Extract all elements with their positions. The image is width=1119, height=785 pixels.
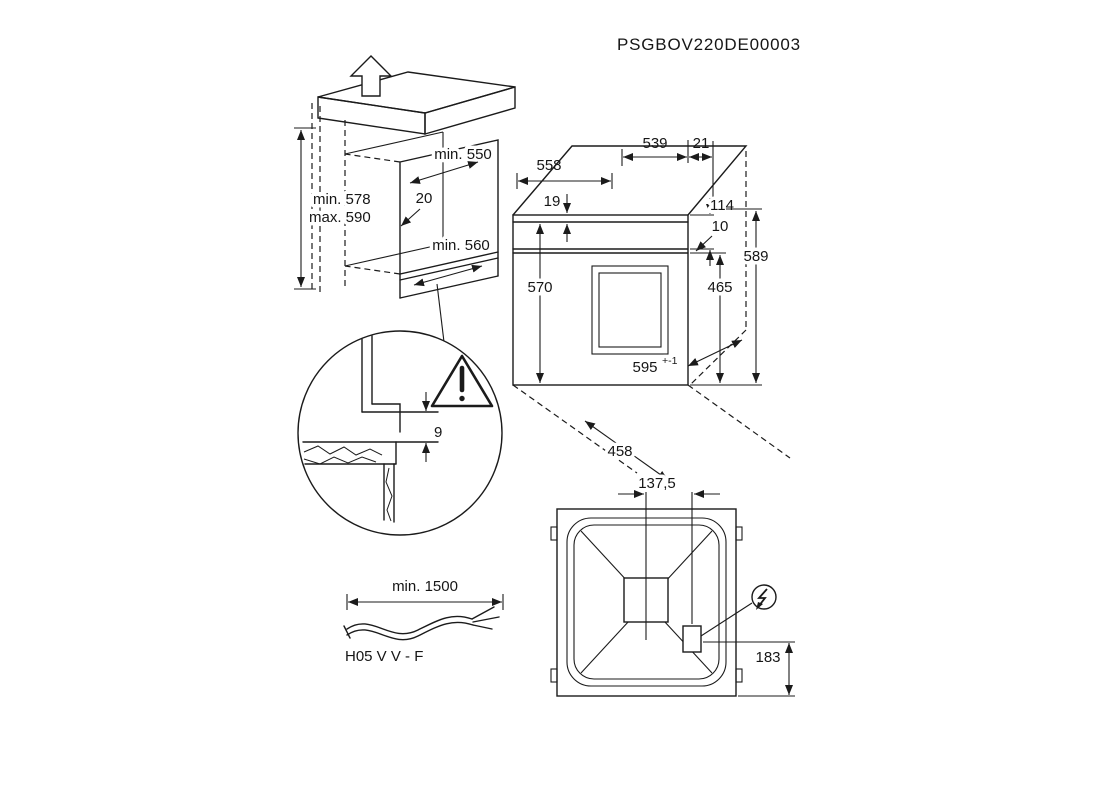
dim-control-panel-height: 114 — [690, 194, 737, 266]
dim-body-width: 558 — [516, 157, 613, 189]
worktop — [317, 71, 516, 135]
dim-rear-offset: 21 — [689, 135, 714, 205]
dim-total-height: 589 — [690, 208, 772, 386]
dim-niche-top-depth: min. 550 — [409, 143, 495, 184]
dim-door-height: 465 — [690, 252, 736, 383]
control-panel-height-label: 114 — [710, 197, 734, 214]
cable-drawing — [343, 606, 500, 641]
dim-rear-gap: 20 — [400, 190, 433, 227]
detail-gap-label: 9 — [434, 424, 442, 441]
niche-height-min-label: min. 578 — [313, 191, 371, 208]
detail-leader — [436, 283, 445, 343]
niche-bottom-depth-label: min. 560 — [432, 237, 490, 254]
panel-door-gap-label: 10 — [712, 218, 729, 235]
wood-grain — [303, 445, 393, 522]
dim-panel-door-gap: 10 — [695, 218, 729, 252]
dim-terminal-offset-bottom: 183 — [703, 641, 795, 697]
total-height-label: 589 — [743, 248, 768, 265]
detail-circle — [297, 330, 503, 536]
dim-top-gap: 19 — [544, 193, 571, 242]
terminal-offset-horizontal-label: 137,5 — [638, 475, 676, 492]
body-width-label: 558 — [536, 157, 561, 174]
lightning-bolt-icon — [700, 584, 777, 637]
pullout-clearance-label: 458 — [607, 443, 632, 460]
cabinet-hidden-edges — [311, 103, 401, 294]
top-gap-label: 19 — [544, 193, 561, 210]
doc-code: PSGBOV220DE00003 — [617, 35, 801, 54]
niche-top-depth-label: min. 550 — [434, 146, 492, 163]
terminal-box — [682, 625, 702, 653]
panel-cross-section — [302, 335, 439, 523]
dim-detail-gap: 9 — [422, 392, 442, 462]
front-width-tolerance-label: +-1 — [662, 355, 678, 367]
door-height-label: 465 — [707, 279, 732, 296]
dim-body-height: 570 — [524, 224, 556, 383]
dim-niche-bottom-depth: min. 560 — [413, 234, 493, 287]
rear-view: 137,5 183 — [550, 472, 795, 697]
rear-offset-label: 21 — [693, 135, 710, 152]
rear-gap-label: 20 — [416, 190, 433, 207]
dim-niche-height: min. 578 max. 590 — [294, 127, 374, 290]
dim-terminal-offset-horizontal: 137,5 — [618, 472, 720, 498]
dim-cable-length: min. 1500 — [346, 578, 504, 610]
cable-designation-label: H05 V V - F — [345, 648, 423, 665]
warning-triangle-icon — [430, 354, 494, 408]
terminal-leader — [700, 602, 753, 637]
top-depth-label: 539 — [642, 135, 667, 152]
terminal-offset-bottom-label: 183 — [755, 649, 780, 666]
niche-height-max-label: max. 590 — [309, 209, 371, 226]
body-height-label: 570 — [527, 279, 552, 296]
oven-drawing: 539 21 558 19 570 114 — [512, 135, 791, 481]
mounting-tabs — [550, 526, 743, 683]
cable-length-label: min. 1500 — [392, 578, 458, 595]
dim-pullout-clearance: 458 — [584, 420, 669, 481]
oven-door-window — [591, 265, 669, 355]
up-arrow-icon — [349, 55, 393, 97]
front-width-label: 595 — [632, 359, 657, 376]
detail-callout: 9 — [297, 330, 503, 536]
dim-front-width: 595 +-1 — [629, 339, 743, 380]
mains-cable: min. 1500 H05 V V - F — [343, 578, 504, 665]
dim-top-depth: 539 — [621, 135, 689, 166]
cabinet-drawing: min. 550 20 min. 560 min. 578 max. 590 — [294, 55, 516, 343]
doc-code-label: PSGBOV220DE00003 — [617, 35, 801, 54]
oven-hidden-edges — [512, 151, 791, 474]
